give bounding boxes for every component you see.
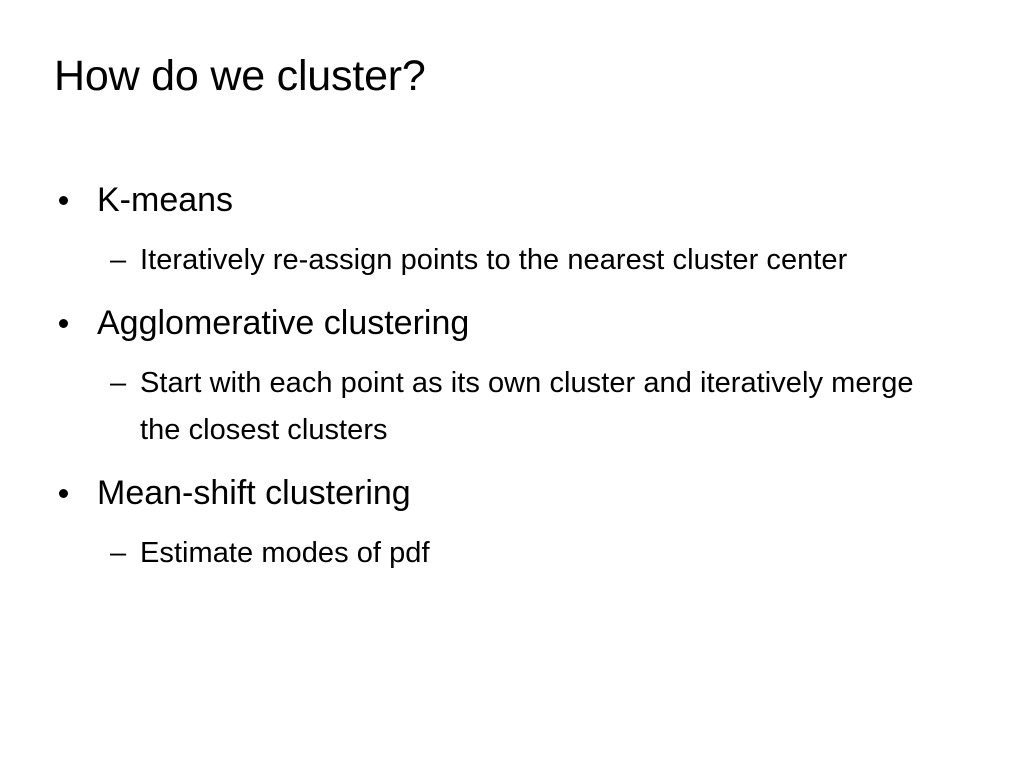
bullet-label: Iteratively re-assign points to the near… <box>140 244 848 276</box>
bullet-dot-icon <box>59 178 89 222</box>
bullet-dot-icon <box>59 301 89 345</box>
spacer <box>0 454 1024 471</box>
bullet-level1: Agglomerative clustering <box>0 301 1024 345</box>
bullet-label: Mean-shift clustering <box>97 474 411 512</box>
bullet-dash-icon: – <box>110 367 127 399</box>
bullet-label: Agglomerative clustering <box>97 304 470 342</box>
spacer <box>0 222 1024 237</box>
spacer <box>0 284 1024 301</box>
bullet-level1: K-means <box>0 178 1024 222</box>
slide-title: How do we cluster? <box>54 51 426 100</box>
spacer <box>0 345 1024 360</box>
bullet-label: Estimate modes of pdf <box>140 537 430 569</box>
bullet-dash-icon: – <box>110 244 127 276</box>
bullet-level2: – Estimate modes of pdf <box>0 530 1024 577</box>
slide-body-placeholder: K-means – Iteratively re-assign points t… <box>0 178 1024 577</box>
bullet-level2: – Start with each point as its own clust… <box>0 360 1024 454</box>
bullet-label: K-means <box>97 181 234 219</box>
bullet-dot-icon <box>59 471 89 515</box>
bullet-level1: Mean-shift clustering <box>0 471 1024 515</box>
spacer <box>0 515 1024 530</box>
bullet-dash-icon: – <box>110 537 127 569</box>
bullet-level2: – Iteratively re-assign points to the ne… <box>0 237 1024 284</box>
bullet-label: Start with each point as its own cluster… <box>140 367 914 446</box>
